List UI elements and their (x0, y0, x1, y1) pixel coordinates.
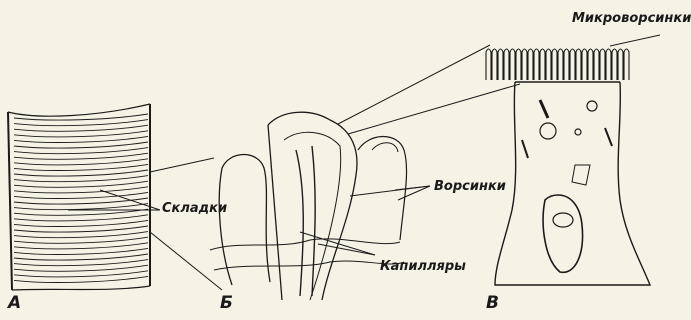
fold-line (14, 142, 148, 148)
fold-line (14, 215, 148, 221)
fold-line (14, 265, 148, 271)
label-capillaries: Капилляры (380, 260, 466, 273)
microvillus (540, 49, 545, 80)
fold-line (14, 125, 148, 131)
microvillus (588, 49, 593, 80)
microvillus (546, 49, 551, 80)
fold-line (14, 148, 148, 154)
microvillus (594, 49, 599, 80)
microvillus (510, 49, 515, 80)
microvillus (582, 49, 587, 80)
fold-line (14, 204, 148, 210)
fold-line (14, 243, 148, 249)
microvillus (486, 49, 491, 80)
label-a: А (8, 295, 21, 312)
microvillus (504, 49, 509, 80)
label-v: В (486, 295, 499, 312)
microvillus (522, 49, 527, 80)
fold-line (14, 276, 148, 282)
microvillus (516, 49, 521, 80)
fold-line (14, 120, 148, 126)
microvillus (528, 49, 533, 80)
microvillus (498, 49, 503, 80)
fold-line (14, 176, 148, 182)
fold-line (14, 232, 148, 238)
microvillus (534, 49, 539, 80)
fold-line (14, 136, 148, 142)
microvillus (558, 49, 563, 80)
microvillus (606, 49, 611, 80)
fold-line (14, 170, 148, 176)
microvillus (624, 49, 629, 80)
fold-line (14, 131, 148, 137)
label-folds: Складки (162, 202, 227, 215)
microvillus (552, 49, 557, 80)
microvillus (492, 49, 497, 80)
villi-group-b (210, 112, 407, 300)
fold-line (14, 237, 148, 243)
epithelial-cell-c (486, 49, 650, 285)
fold-line (14, 181, 148, 187)
fold-line (14, 153, 148, 159)
fold-line (14, 159, 148, 165)
fold-line (14, 271, 148, 277)
label-microvilli: Микроворсинки (572, 12, 691, 25)
label-villi: Ворсинки (434, 180, 506, 193)
label-b: Б (220, 295, 233, 312)
fold-line (14, 187, 148, 193)
microvillus (564, 49, 569, 80)
fold-line (14, 254, 148, 260)
fold-line (14, 248, 148, 254)
fold-line (14, 192, 148, 198)
fold-line (14, 226, 148, 232)
microvillus (618, 49, 623, 80)
microvillus (576, 49, 581, 80)
microvillus (600, 49, 605, 80)
microvillus (612, 49, 617, 80)
microvillus (570, 49, 575, 80)
fold-line (14, 164, 148, 170)
fold-line (14, 220, 148, 226)
fold-line (14, 260, 148, 266)
intestine-segment-a (8, 104, 150, 290)
